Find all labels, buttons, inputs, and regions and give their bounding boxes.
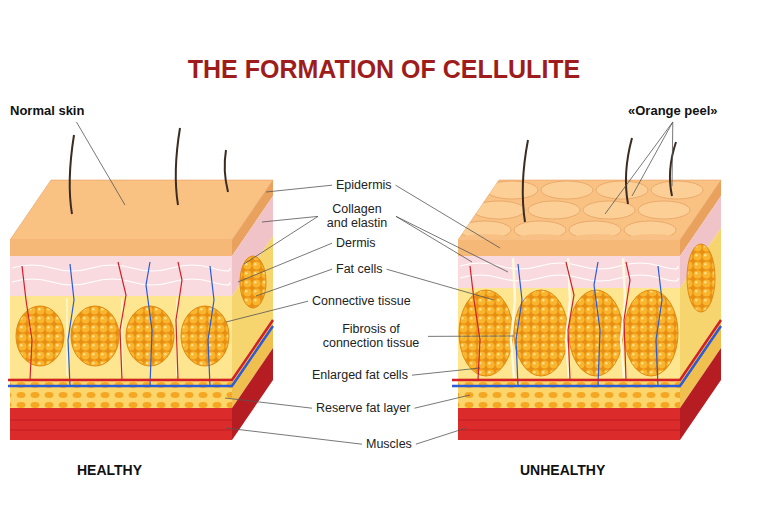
part-label: Connective tissue [312, 294, 411, 308]
healthy-skin-block [8, 128, 273, 440]
leader-line [266, 185, 332, 192]
skin-surface [458, 180, 721, 240]
diagram-title: THE FORMATION OF CELLULITE [0, 54, 768, 84]
artery [8, 320, 273, 380]
hair [70, 135, 74, 214]
leader-line [244, 216, 318, 264]
vein [8, 326, 273, 386]
state-label: UNHEALTHY [520, 462, 605, 478]
leader-line [428, 336, 514, 337]
vein [68, 262, 214, 386]
enlarged-fat-cluster [687, 244, 715, 312]
leader-line [396, 216, 508, 272]
leader-line [396, 216, 472, 262]
part-label: Dermis [336, 236, 376, 250]
leader-line [256, 269, 332, 296]
leader-line [226, 301, 308, 322]
skin-bump [638, 201, 690, 219]
unhealthy-skin-block [452, 138, 721, 440]
part-label: Muscles [366, 437, 412, 451]
skin-bump [486, 181, 538, 199]
leader-line [414, 395, 470, 408]
leader-line [76, 122, 125, 205]
skin-bump [651, 181, 703, 199]
collagen-fibre [12, 279, 230, 285]
muscle-layer [10, 408, 232, 440]
skin-bump [596, 181, 648, 199]
connective-strand [67, 298, 177, 376]
muscle-side [680, 348, 721, 440]
fat-cell-cluster [181, 306, 229, 366]
part-label: Reserve fat layer [316, 401, 410, 415]
view-label: «Orange peel» [628, 104, 718, 119]
artery [452, 320, 721, 380]
part-label: Enlarged fat cells [312, 368, 408, 382]
leader-line [396, 185, 500, 248]
part-label: Fat cells [336, 262, 383, 276]
enlarged-fat-cluster [624, 290, 678, 376]
enlarged-fat-cluster [459, 290, 513, 376]
reserve-fat-layer [10, 378, 232, 408]
orange-peel-bumps [459, 181, 703, 239]
leader-line [412, 368, 480, 375]
reserve-fat-layer [458, 378, 680, 408]
fat-cell-cluster [71, 306, 119, 366]
part-label: Collagen and elastin [322, 202, 392, 231]
hair [670, 142, 676, 196]
hair [626, 138, 632, 204]
leader-line [238, 243, 332, 282]
muscle-fibre [458, 420, 680, 430]
hair [523, 140, 528, 222]
leader-line [262, 216, 318, 222]
leader-line [632, 122, 673, 196]
muscle-fibre [10, 420, 232, 430]
state-label: HEALTHY [77, 462, 142, 478]
epidermis-bumps [458, 234, 680, 240]
leader-line [416, 428, 466, 444]
collagen-fibre [12, 265, 230, 271]
part-label: Epidermis [336, 178, 392, 192]
leader-line [226, 428, 362, 444]
leader-line [225, 398, 312, 408]
skin-bump [528, 201, 580, 219]
fat-cell-cluster [16, 306, 64, 366]
vein [516, 262, 662, 386]
artery [470, 262, 630, 380]
muscle-layer [458, 408, 680, 440]
fibrosis-strand [511, 258, 625, 378]
leader-line [672, 122, 674, 186]
hair [225, 150, 228, 192]
artery [22, 262, 182, 380]
view-label: Normal skin [10, 104, 84, 119]
hair [176, 128, 180, 205]
epidermis-layer [10, 240, 232, 256]
skin-bump [473, 201, 525, 219]
skin-bump [541, 181, 593, 199]
muscle-side [232, 348, 273, 440]
leader-line [605, 122, 673, 214]
skin-surface [10, 180, 273, 240]
vein [452, 326, 721, 386]
part-label: Fibrosis of connection tissue [318, 322, 424, 351]
